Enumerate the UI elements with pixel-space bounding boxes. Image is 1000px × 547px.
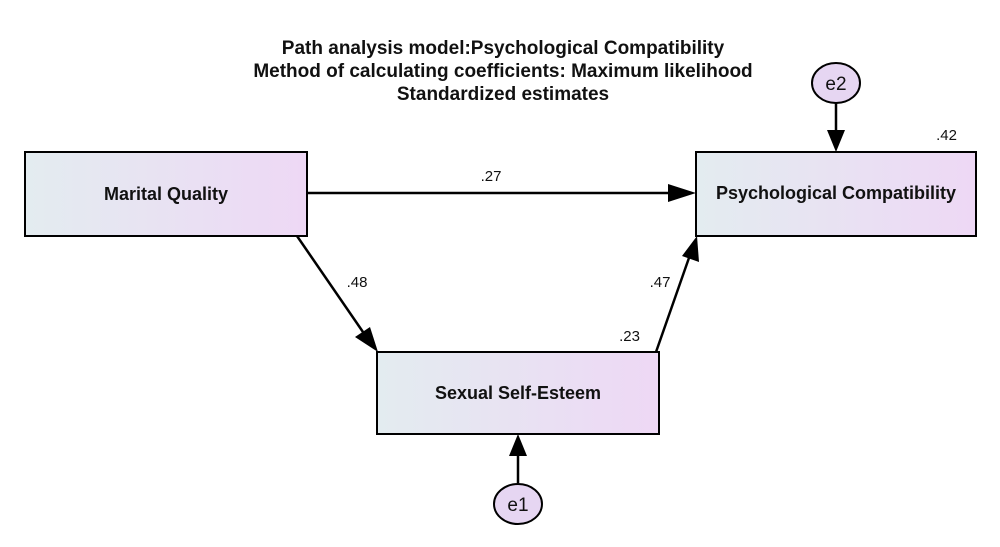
node-psychological-compatibility: Psychological Compatibility [695, 151, 977, 237]
node-marital-quality: Marital Quality [24, 151, 308, 237]
error-e1-label: e1 [507, 495, 528, 516]
node-sexual-self-esteem-label: Sexual Self-Esteem [435, 383, 601, 403]
node-sexual-self-esteem: Sexual Self-Esteem [376, 351, 660, 435]
error-e2-label: e2 [825, 74, 846, 95]
arrowhead-sexual-to-psych [682, 236, 699, 262]
diagram-title-line-1: Path analysis model:Psychological Compat… [282, 38, 725, 59]
node-psychological-compatibility-box [695, 151, 977, 237]
arrowhead-e2-to-psych [827, 130, 845, 152]
path-sexual-to-psych [654, 254, 692, 353]
arrowhead-marital-to-sexual [355, 327, 378, 352]
r-squared-psychological-compatibility: .42 [936, 127, 957, 144]
coef-marital-to-psych: .27 [481, 168, 502, 185]
node-sexual-self-esteem-box [376, 351, 660, 435]
diagram-title-line-3: Standardized estimates [397, 84, 609, 105]
arrowhead-marital-to-psych [668, 184, 696, 202]
coef-marital-to-sexual: .48 [347, 274, 368, 291]
r-squared-sexual-self-esteem: .23 [619, 328, 640, 345]
error-e1: e1 [493, 483, 543, 525]
node-marital-quality-label: Marital Quality [104, 184, 228, 204]
diagram-title-line-2: Method of calculating coefficients: Maxi… [253, 61, 752, 82]
node-psychological-compatibility-label: Psychological Compatibility [716, 183, 956, 203]
error-e2: e2 [811, 62, 861, 104]
path-marital-to-sexual [295, 235, 365, 333]
node-marital-quality-box [24, 151, 308, 237]
arrowhead-e1-to-sexual [509, 434, 527, 456]
coef-sexual-to-psych: .47 [650, 274, 671, 291]
error-e1-circle [493, 483, 543, 525]
error-e2-circle [811, 62, 861, 104]
